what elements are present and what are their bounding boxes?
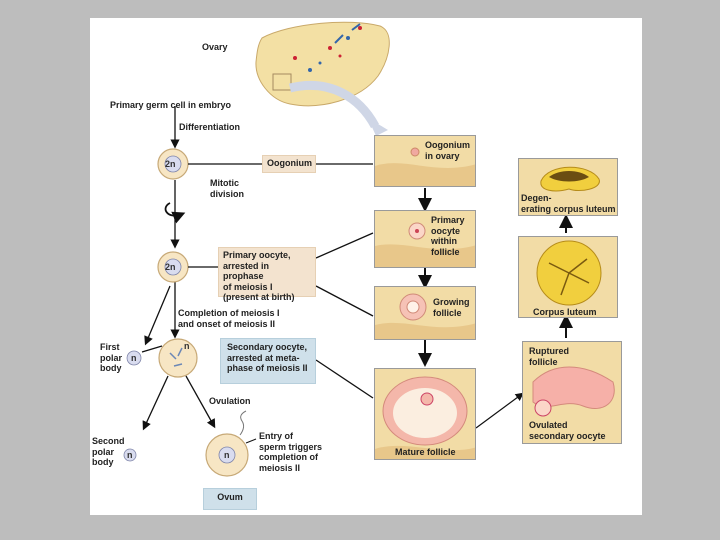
ovary-illustration [255,21,390,136]
panel-ruptured-follicle: Ruptured follicle Ovulated secondary ooc… [522,341,622,444]
mitotic-division-label: Mitotic division [210,178,245,199]
oogonium-in-ovary-label: Oogonium in ovary [425,140,470,161]
cell-secondary-oocyte [158,338,198,378]
primary-oocyte-box: Primary oocyte, arrested in prophase of … [218,247,316,302]
cell-2n-tag: 2n [165,159,176,169]
cell-n-tag: n [127,450,133,460]
growing-follicle-label: Growing follicle [433,297,470,318]
slide: Ovary Primary germ cell in embryo Differ… [90,18,642,515]
panel-mature-follicle: Mature follicle [374,368,476,460]
ovulated-secondary-oocyte-label: Ovulated secondary oocyte [529,420,606,441]
cell-2n-tag: 2n [165,262,176,272]
degenerating-corpus-luteum-label: Degen- erating corpus luteum [521,193,616,214]
mature-follicle-label: Mature follicle [395,447,456,457]
ruptured-follicle-label: Ruptured follicle [529,346,569,367]
second-polar-body-cell [123,448,137,462]
first-polar-body-label: First polar body [100,342,123,373]
panel-oogonium-in-ovary: Oogonium in ovary [374,135,476,187]
cell-n-tag: n [184,341,190,351]
ovum-box: Ovum [203,488,257,510]
differentiation-label: Differentiation [179,122,241,132]
first-polar-body-cell [126,350,142,366]
entry-sperm-label: Entry of sperm triggers completion of me… [259,431,323,473]
primary-oocyte-follicle-label: Primary oocyte within follicle [431,215,465,257]
second-polar-body-label: Second polar body [92,436,125,467]
panel-primary-oocyte-follicle: Primary oocyte within follicle [374,210,476,268]
corpus-luteum-label: Corpus luteum [533,307,597,317]
cell-n-tag: n [224,450,230,460]
panel-degenerating-corpus-luteum: Degen- erating corpus luteum [518,158,618,216]
ovary-label: Ovary [202,42,228,52]
oogonium-box: Oogonium [262,155,316,173]
panel-growing-follicle: Growing follicle [374,286,476,340]
secondary-oocyte-box: Secondary oocyte, arrested at meta- phas… [220,338,316,384]
panel-corpus-luteum: Corpus luteum [518,236,618,318]
cell-oogonium [157,148,189,180]
primary-germ-cell-label: Primary germ cell in embryo [110,100,232,110]
diagram-graphics [123,21,573,477]
completion-meiosis-label: Completion of meiosis I and onset of mei… [178,308,280,329]
ovum-cell [205,410,249,477]
cell-n-tag: n [131,353,137,363]
ovulation-label: Ovulation [209,396,251,406]
cell-primary-oocyte [157,251,189,283]
